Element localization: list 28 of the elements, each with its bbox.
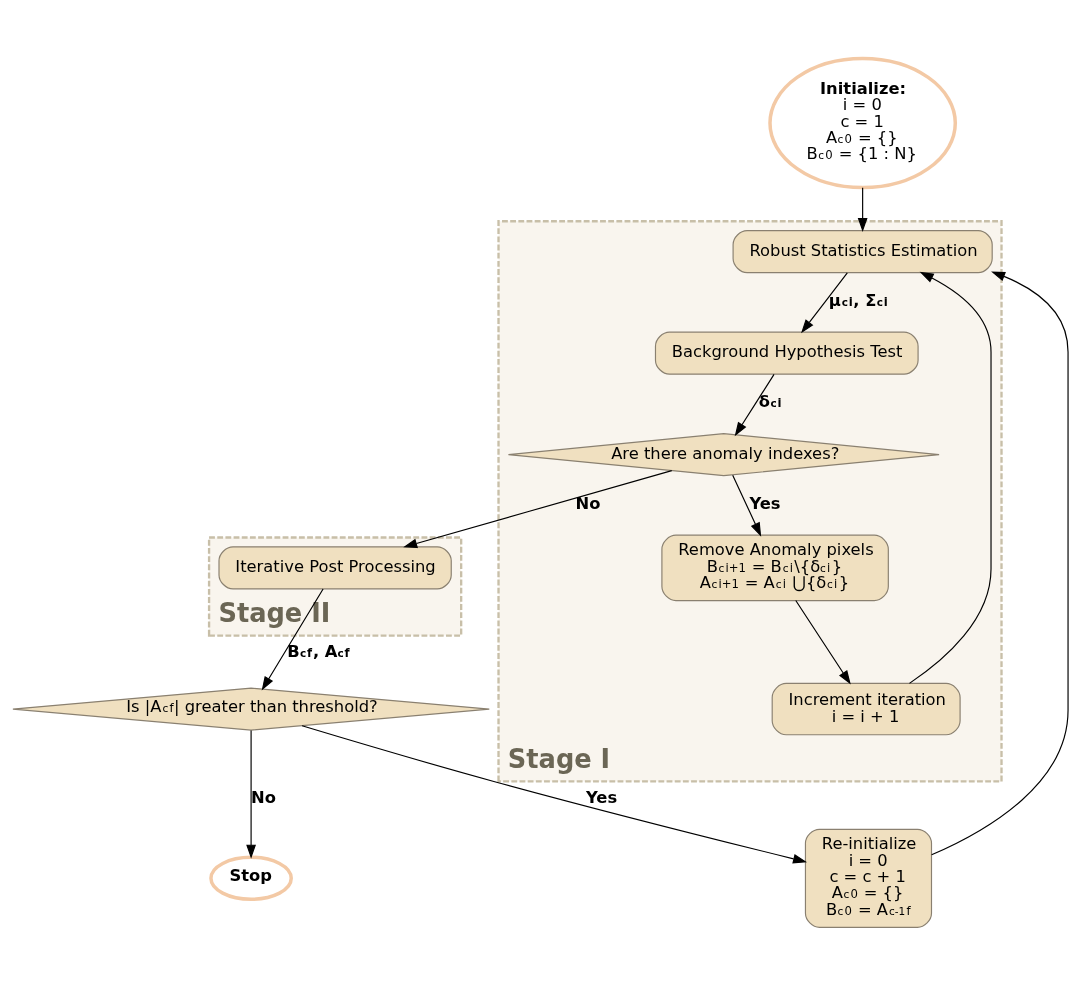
- arrow: [795, 599, 851, 685]
- node-diamond: Is |Acf| greater than threshold?: [12, 687, 490, 731]
- node-box: Iterative Post Processing: [218, 546, 452, 590]
- edge-label: Bcf, Acf: [287, 641, 350, 661]
- arrow: [403, 470, 673, 549]
- node-ellipse: Initialize: i = 0 c = 1 Ac0 = {} Bc0 = {1 : N}: [768, 56, 958, 190]
- arrow: [734, 373, 775, 437]
- arrow: [931, 271, 1069, 856]
- edge-label: Yes: [749, 493, 781, 513]
- node-box: Robust Statistics Estimation: [732, 230, 993, 274]
- edge-label: Yes: [586, 787, 618, 807]
- arrow: [246, 729, 256, 859]
- arrow: [857, 187, 868, 233]
- node-diamond: Are there anomaly indexes?: [507, 433, 940, 477]
- node-ellipse: Stop: [209, 855, 293, 902]
- arrow: [732, 474, 762, 537]
- edge-label: δci: [758, 392, 782, 412]
- node-box: Increment iteration i = i + 1: [771, 682, 961, 736]
- arrow: [801, 272, 848, 334]
- edge-label: No: [251, 787, 276, 807]
- node-box: Background Hypothesis Test: [654, 331, 919, 375]
- edge-label: μci, Σci: [828, 290, 888, 310]
- edge-label: No: [575, 493, 601, 513]
- node-box: Remove Anomaly pixels Bci+1 = Bci\{δci} Aci+1 = Aci ⋃{δci}: [661, 534, 889, 602]
- arrow: [301, 725, 808, 864]
- arrow: [261, 588, 324, 691]
- node-box: Re-initialize i = 0 c = c + 1 Ac0 = {} Bc0 = Ac-1f: [804, 828, 933, 928]
- arrow: [908, 271, 992, 684]
